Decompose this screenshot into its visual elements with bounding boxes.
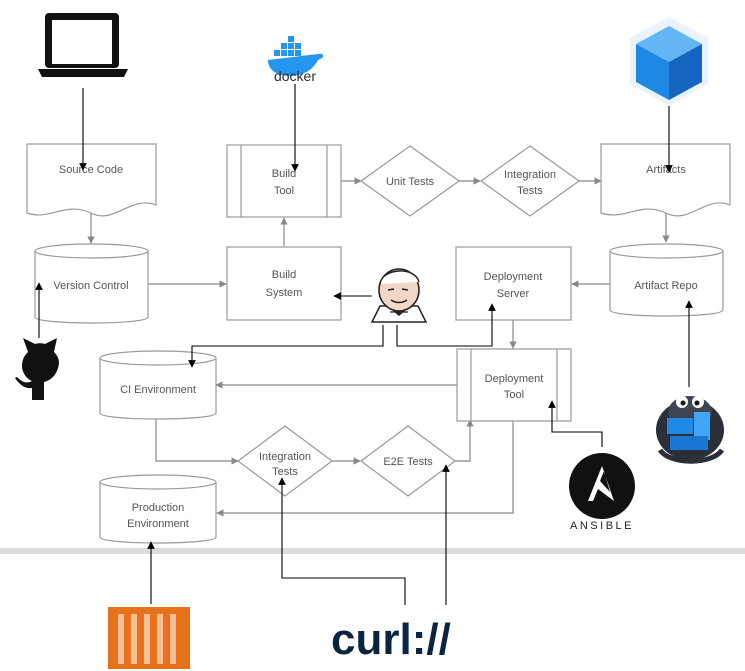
github-icon: [15, 338, 59, 400]
build-system-label-line2: System: [266, 287, 303, 299]
artifact-repo-node: Artifact Repo: [609, 243, 724, 317]
version-control-label: Version Control: [53, 280, 128, 292]
deployment-tool-label-line1: Deployment: [485, 373, 544, 385]
integration-tests-bottom-label-line1: Integration: [259, 451, 311, 463]
source-code-node: Source Code: [26, 143, 157, 217]
unit-tests-node: Unit Tests: [359, 145, 461, 217]
build-tool-node: Build Tool: [226, 144, 342, 218]
e2e-tests-node: E2E Tests: [359, 425, 457, 497]
ci-environment-node: CI Environment: [99, 350, 217, 420]
docker-logo-text: docker: [274, 68, 316, 84]
docker-icon: docker: [268, 36, 324, 84]
source-code-label: Source Code: [59, 164, 123, 176]
unit-tests-label: Unit Tests: [386, 176, 435, 188]
artifacts-node: Artifacts: [600, 143, 731, 217]
curl-logo-text: curl://: [331, 615, 451, 664]
deployment-tool-label-line2: Tool: [504, 389, 524, 401]
laptop-icon: [38, 13, 128, 77]
integration-tests-top-node: Integration Tests: [479, 145, 581, 217]
deployment-server-node: Deployment Server: [455, 246, 572, 321]
integration-tests-bottom-node: Integration Tests: [236, 425, 334, 497]
page-divider: [0, 548, 745, 554]
nexus-icon: [656, 396, 725, 464]
aws-ec2-icon: [108, 607, 190, 669]
integration-tests-top-label-line1: Integration: [504, 169, 556, 181]
build-system-node: Build System: [226, 246, 342, 321]
production-environment-label-line1: Production: [132, 502, 185, 514]
build-tool-label-line2: Tool: [274, 185, 294, 197]
ansible-icon: ANSIBLE: [569, 453, 635, 532]
build-tool-label-line1: Build: [272, 168, 296, 180]
deployment-server-label-line1: Deployment: [484, 271, 543, 283]
integration-tests-top-label-line2: Tests: [517, 185, 543, 197]
artifacts-label: Artifacts: [646, 164, 686, 176]
production-environment-node: Production Environment: [99, 474, 217, 544]
jenkins-icon: [370, 268, 428, 323]
build-system-label-line1: Build: [272, 269, 296, 281]
version-control-node: Version Control: [34, 243, 149, 324]
cube-icon: [630, 17, 708, 106]
artifact-repo-label: Artifact Repo: [634, 280, 698, 292]
ansible-logo-text: ANSIBLE: [570, 520, 634, 532]
curl-icon: curl://: [331, 615, 451, 664]
e2e-tests-label: E2E Tests: [383, 456, 433, 468]
integration-tests-bottom-label-line2: Tests: [272, 466, 298, 478]
deployment-tool-node: Deployment Tool: [456, 348, 572, 422]
deployment-server-label-line2: Server: [497, 288, 530, 300]
tool-arrows: [35, 84, 693, 605]
ci-environment-label: CI Environment: [120, 384, 196, 396]
flow-connectors: [87, 177, 670, 517]
production-environment-label-line2: Environment: [127, 518, 189, 530]
